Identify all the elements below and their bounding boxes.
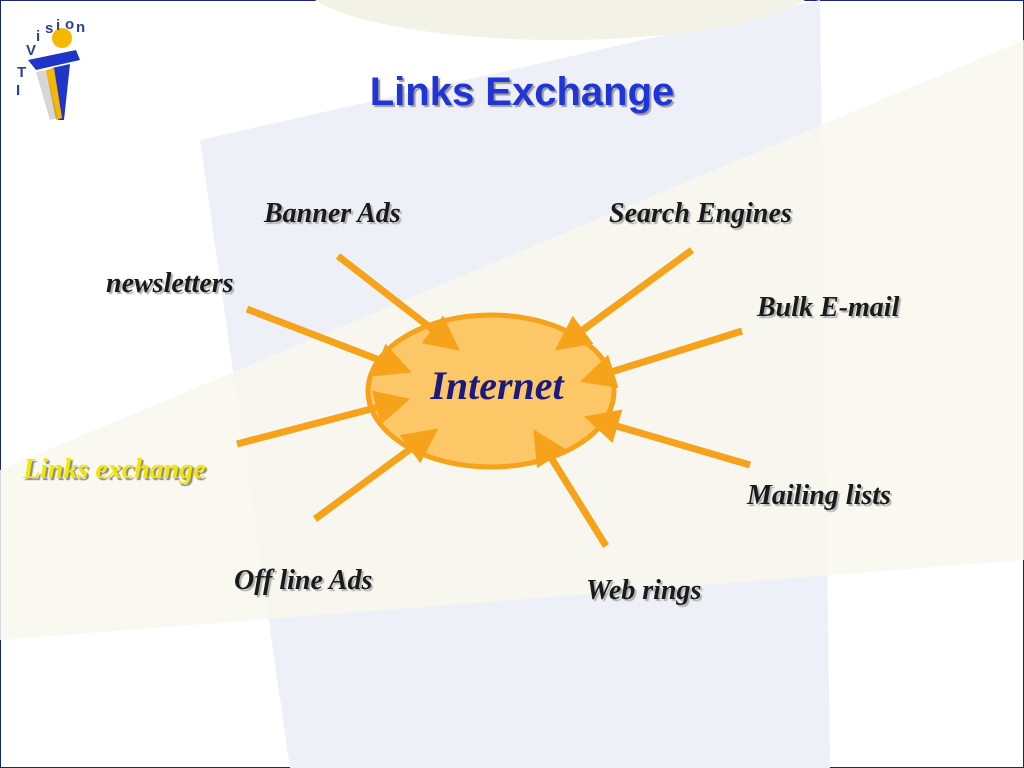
logo-letter: V xyxy=(26,42,37,59)
it-vision-logo: I T V i s i o n xyxy=(6,8,98,126)
background-arc xyxy=(314,0,806,40)
node-off-line-ads: Off line Ads xyxy=(234,565,373,596)
logo-letter: i xyxy=(36,28,41,45)
arrow-links-exchange xyxy=(236,390,411,448)
node-search-engines: Search Engines xyxy=(609,198,792,229)
node-links-exchange: Links exchange xyxy=(23,454,206,485)
logo-letter: T xyxy=(17,64,27,81)
arrow-search-engines xyxy=(554,247,695,351)
slide-title: Links Exchange xyxy=(369,70,675,114)
arrow-bulk-email xyxy=(579,327,744,389)
logo-letter: s xyxy=(45,20,54,37)
arrow-mailing-lists xyxy=(583,409,751,469)
node-web-rings: Web rings xyxy=(586,575,702,606)
node-mailing-lists: Mailing lists xyxy=(747,480,891,511)
arrow-newsletters xyxy=(245,305,412,377)
logo-letter: I xyxy=(16,82,21,99)
logo-letter: o xyxy=(65,16,75,33)
logo-mark-icon xyxy=(28,28,80,120)
node-banner-ads: Banner Ads xyxy=(264,198,401,229)
internet-label: Internet xyxy=(430,363,564,408)
logo-letter: i xyxy=(56,17,61,34)
arrow-web-rings xyxy=(533,429,609,548)
node-newsletters: newsletters xyxy=(106,268,234,299)
arrow-banner-ads xyxy=(335,253,460,351)
node-bulk-email: Bulk E-mail xyxy=(757,292,900,323)
logo-letter: n xyxy=(76,19,86,36)
arrow-off-line-ads xyxy=(312,428,439,522)
